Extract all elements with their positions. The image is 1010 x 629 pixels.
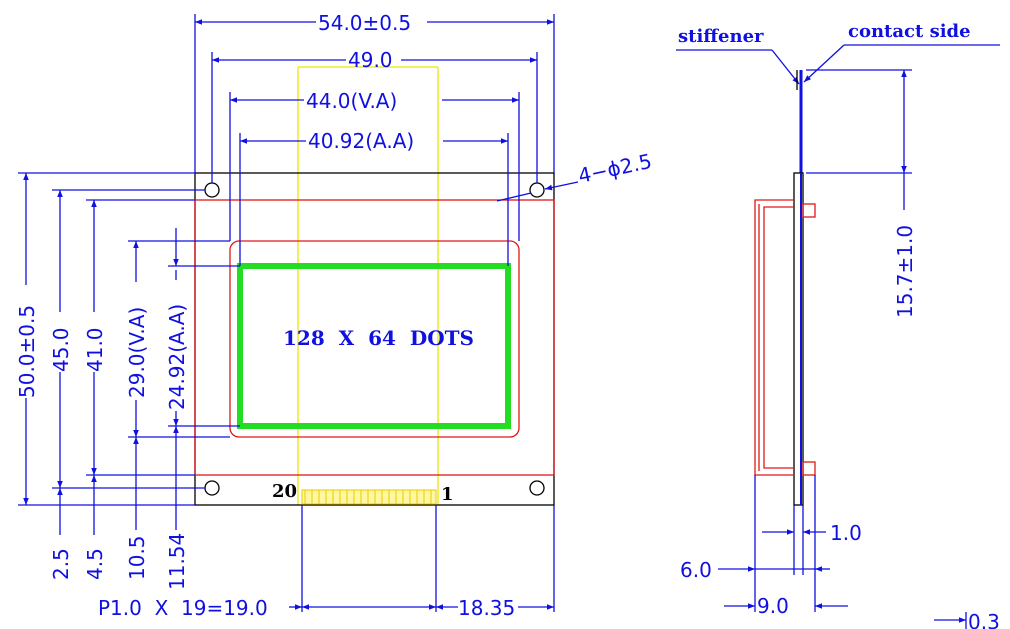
bezel-height-dim: 41.0: [83, 327, 107, 372]
hole-callout: 4−ϕ2.5: [496, 149, 654, 202]
outer-width-dim: 54.0±0.5: [318, 11, 411, 35]
mount-hole-icon: [204, 480, 220, 496]
top-dimensions: 54.0±0.5 49.0 44.0(V.A) 40.92(A.A): [194, 11, 555, 266]
side-pcb: [793, 172, 804, 506]
connector-pads: [301, 489, 437, 505]
hole-note: 4−ϕ2.5: [576, 149, 654, 188]
mount-pitch-width-dim: 49.0: [348, 48, 393, 72]
mount-pitch-height-dim: 45.0: [49, 327, 73, 372]
viewing-area-width-dim: 44.0(V.A): [306, 89, 397, 113]
side-lcd-body: [754, 199, 794, 476]
mount-hole-icon: [204, 182, 220, 198]
mount-hole-icon: [529, 182, 545, 198]
active-area-height-dim: 24.92(A.A): [165, 304, 189, 410]
viewing-area-outline: [229, 240, 520, 438]
viewing-area-height-dim: 29.0(V.A): [125, 307, 149, 398]
outer-height-dim: 50.0±0.5: [15, 305, 39, 398]
bottom-dim-10-5: 10.5: [125, 535, 149, 580]
display-resolution-label: 128 X 64 DOTS: [283, 326, 474, 350]
bottom-dim-2-5: 2.5: [49, 548, 73, 580]
active-area-width-dim: 40.92(A.A): [308, 129, 414, 153]
module-depth-dim: 6.0: [680, 558, 712, 582]
front-view: 20 1 128 X 64 DOTS: [194, 66, 555, 506]
left-dimensions: 50.0±0.5 45.0 41.0 29.0(V.A) 24.92(A.A): [15, 172, 240, 506]
pcb-thickness-dim: 1.0: [830, 521, 862, 545]
stiffener-label: stiffener: [678, 26, 764, 47]
contact-side-label: contact side: [848, 21, 971, 42]
tail-length-dim: 15.7±1.0: [893, 225, 917, 318]
bezel-outline: [194, 199, 555, 476]
bottom-dimensions: 2.5 4.5 10.5 11.54 P1.0 X 19=19.0 18.35: [49, 426, 555, 620]
pin-offset-dim: 18.35: [458, 596, 515, 620]
active-area-outline: [237, 263, 511, 429]
side-view: stiffener contact side 15.7±1.0 1.0: [676, 21, 1000, 629]
pin-first-label: 20: [272, 481, 297, 502]
mount-hole-icon: [529, 480, 545, 496]
pin-last-label: 1: [441, 484, 454, 505]
bottom-dim-4-5: 4.5: [83, 548, 107, 580]
cut-dim: 0.3: [968, 610, 1000, 629]
pin-pitch-note: P1.0 X 19=19.0: [98, 596, 268, 620]
bottom-dim-11-54: 11.54: [165, 533, 189, 590]
total-depth-dim: 9.0: [757, 594, 789, 618]
